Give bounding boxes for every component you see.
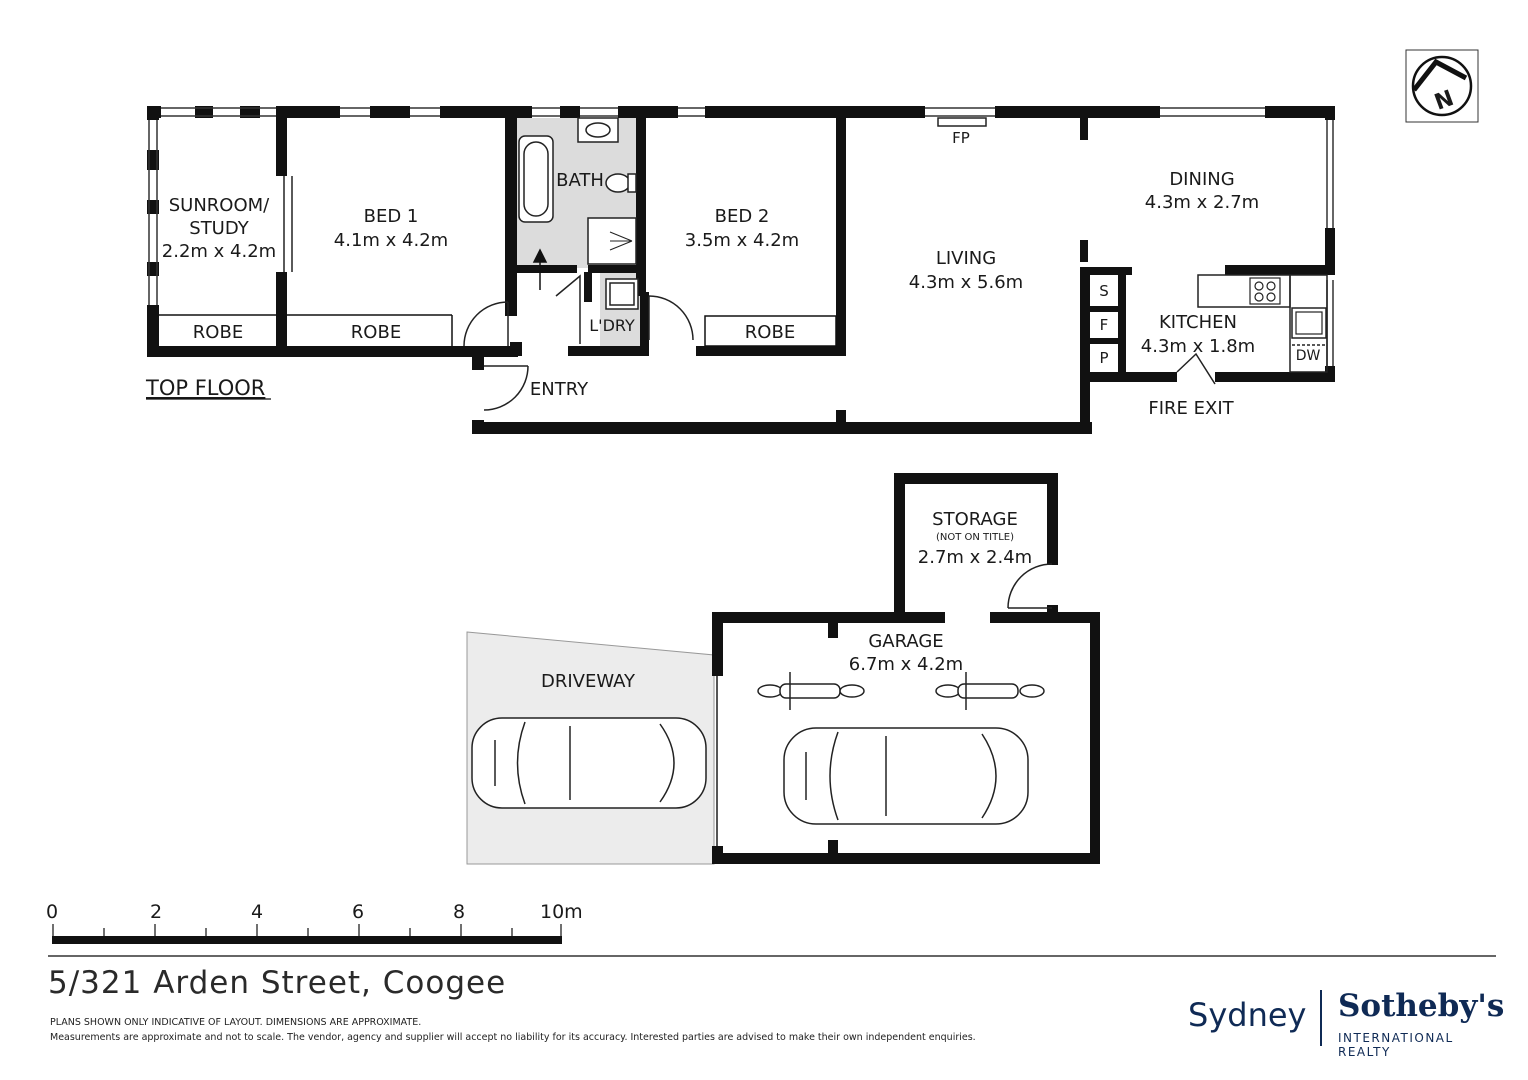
living-label: LIVING — [936, 248, 996, 269]
kitchen-sink-icon — [1295, 311, 1323, 335]
brand-separator — [1320, 990, 1322, 1046]
bath-label: BATH — [556, 170, 604, 191]
brand-city: Sydney — [1188, 996, 1307, 1034]
storage-note: (NOT ON TITLE) — [936, 532, 1014, 543]
car-icon-driveway — [471, 717, 707, 809]
scale-label-2: 2 — [150, 901, 162, 923]
garage-walls — [712, 473, 1100, 864]
fireplace-hearth — [937, 117, 987, 127]
scale-label-0: 0 — [46, 901, 58, 923]
garage-dims: 6.7m x 4.2m — [849, 654, 963, 675]
kitchen-dims: 4.3m x 1.8m — [1141, 336, 1255, 357]
bed1-label: BED 1 — [364, 206, 419, 227]
dining-dims: 4.3m x 2.7m — [1145, 192, 1259, 213]
kitchen-label: KITCHEN — [1159, 312, 1237, 333]
dining-label: DINING — [1169, 169, 1234, 190]
scale-label-6: 6 — [352, 901, 364, 923]
kitchen-benches — [1197, 274, 1328, 373]
shelf-p-label: P — [1099, 349, 1108, 367]
driveway-label: DRIVEWAY — [541, 671, 636, 692]
disclaimer-line-2: Measurements are approximate and not to … — [50, 1032, 976, 1043]
motorcycle-icon-1 — [757, 672, 865, 710]
shelf-f-label: F — [1100, 316, 1109, 334]
shower-head-icon — [609, 231, 633, 251]
laundry-label: L'DRY — [589, 316, 635, 335]
dishwasher-label: DW — [1296, 348, 1321, 364]
living-dims: 4.3m x 5.6m — [909, 272, 1023, 293]
motorcycle-icon-2 — [935, 672, 1045, 710]
top-floor-walls — [147, 106, 1335, 434]
brand-subtitle: INTERNATIONAL REALTY — [1338, 1031, 1454, 1059]
robe-label-1: ROBE — [193, 322, 243, 343]
floor-label: TOP FLOOR — [145, 376, 265, 400]
sunroom-label: SUNROOM/ — [169, 195, 270, 216]
storage-label: STORAGE — [932, 509, 1018, 530]
fireplace-label: FP — [952, 129, 970, 147]
scale-bar — [52, 924, 562, 944]
shelf-s-label: S — [1099, 282, 1109, 300]
door-swings — [283, 176, 1216, 411]
entry-arrow-icon — [532, 248, 548, 290]
brand-name: Sotheby's — [1338, 988, 1505, 1024]
fire-exit-label: FIRE EXIT — [1148, 398, 1234, 419]
cooktop-icon — [1249, 277, 1281, 305]
bed2-dims: 3.5m x 4.2m — [685, 230, 799, 251]
laundry-tub — [605, 278, 639, 310]
scale-label-4: 4 — [251, 901, 263, 923]
scale-label-8: 8 — [453, 901, 465, 923]
scale-label-10: 10m — [540, 901, 583, 923]
entry-label: ENTRY — [530, 379, 589, 400]
brand-logo: Sydney Sotheby's INTERNATIONAL REALTY — [1188, 988, 1504, 1059]
car-icon-garage — [783, 727, 1029, 825]
disclaimer-line-1: PLANS SHOWN ONLY INDICATIVE OF LAYOUT. D… — [50, 1017, 422, 1028]
property-address: 5/321 Arden Street, Coogee — [48, 965, 507, 1001]
storage-door — [1007, 563, 1053, 609]
bed1-dims: 4.1m x 4.2m — [334, 230, 448, 251]
bed2-label: BED 2 — [715, 206, 770, 227]
storage-dims: 2.7m x 2.4m — [918, 547, 1032, 568]
robe-outlines — [159, 314, 837, 347]
robe-label-3: ROBE — [745, 322, 795, 343]
sunroom-label-2: STUDY — [189, 218, 249, 239]
compass-icon — [1405, 49, 1479, 123]
robe-label-2: ROBE — [351, 322, 401, 343]
garage-label: GARAGE — [868, 631, 943, 652]
sunroom-dims: 2.2m x 4.2m — [162, 241, 276, 262]
